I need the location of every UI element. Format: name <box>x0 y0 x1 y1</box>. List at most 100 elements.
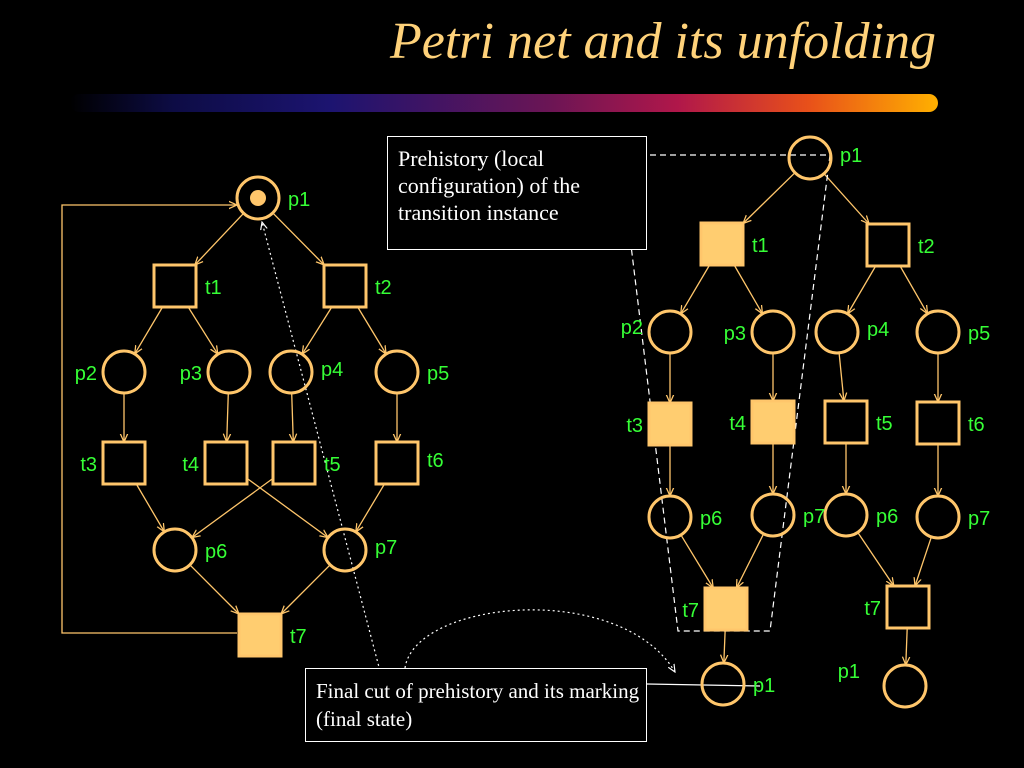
place-pn-p5 <box>374 349 420 395</box>
arc-u-t2-to-u-p4 <box>848 265 877 314</box>
transition-u-t4 <box>750 399 796 445</box>
transition-pn-t2 <box>322 263 368 309</box>
arc-u-t1-to-u-p3 <box>733 264 762 314</box>
transition-u-t5 <box>823 399 869 445</box>
arc-u-p7a-to-u-t7a <box>737 533 765 588</box>
label-pn-t4: t4 <box>182 454 199 476</box>
arc-u-t7b-to-u-p1b <box>906 627 907 665</box>
label-pn-p1: p1 <box>288 189 310 211</box>
final-cut-callout: Final cut of prehistory and its marking … <box>305 668 647 742</box>
place-u-p1 <box>787 135 833 181</box>
label-u-p1a: p1 <box>753 675 775 697</box>
label-pn-p6: p6 <box>205 541 227 563</box>
label-u-p1b: p1 <box>838 661 860 683</box>
place-u-p2 <box>647 309 693 355</box>
label-u-p6a: p6 <box>700 508 722 530</box>
arc-u-t7a-to-u-p1a <box>724 629 725 663</box>
place-u-p7b <box>915 494 961 540</box>
arc-u-p1-to-u-t1 <box>743 172 796 224</box>
arc-pn-p1-to-pn-t2 <box>272 212 324 265</box>
label-u-p5: p5 <box>968 323 990 345</box>
nodes-layer <box>101 135 961 709</box>
label-u-t5: t5 <box>876 413 893 435</box>
transition-pn-t7 <box>237 612 283 658</box>
arc-u-t2-to-u-p5 <box>899 265 927 314</box>
slide-title: Petri net and its unfolding <box>390 13 936 70</box>
place-u-p5 <box>915 309 961 355</box>
arc-pn-t6-to-pn-p7 <box>356 483 386 532</box>
place-u-p6a <box>647 494 693 540</box>
transition-u-t2 <box>865 222 911 268</box>
arc-pn-t1-to-pn-p3 <box>187 306 218 354</box>
final-cut-pointer-to-p1 <box>262 222 386 691</box>
place-u-p1a <box>700 661 746 707</box>
arc-u-p1-to-u-t2 <box>823 173 869 224</box>
arc-pn-t5-to-pn-p6 <box>192 477 274 537</box>
arc-pn-t1-to-pn-p2 <box>135 306 164 354</box>
label-pn-t5: t5 <box>324 454 341 476</box>
place-u-p4 <box>814 309 860 355</box>
arc-pn-p3-to-pn-t4 <box>227 392 229 442</box>
transition-pn-t5 <box>271 440 317 486</box>
arc-u-p4-to-u-t5 <box>838 352 844 401</box>
arc-u-p6b-to-u-t7b <box>857 532 894 586</box>
place-pn-p7 <box>322 527 368 573</box>
arc-pn-t2-to-pn-p4 <box>302 306 333 354</box>
place-pn-p2 <box>101 349 147 395</box>
title-underline-bar <box>70 94 938 112</box>
place-pn-p4 <box>268 349 314 395</box>
label-pn-p3: p3 <box>180 363 202 385</box>
label-pn-t6: t6 <box>427 450 444 472</box>
place-u-p1b <box>882 663 928 709</box>
arc-u-p7b-to-u-t7b <box>915 536 932 586</box>
label-pn-t3: t3 <box>80 454 97 476</box>
label-u-p2: p2 <box>621 317 643 339</box>
arc-pn-p4-to-pn-t5 <box>292 392 294 442</box>
place-pn-p6 <box>152 527 198 573</box>
arc-pn-p7-to-pn-t7 <box>281 564 331 614</box>
transition-u-t3 <box>647 401 693 447</box>
place-pn-p3 <box>206 349 252 395</box>
label-u-p6b: p6 <box>876 506 898 528</box>
label-pn-p4: p4 <box>321 359 343 381</box>
transition-pn-t1 <box>152 263 198 309</box>
label-pn-t1: t1 <box>205 277 222 299</box>
prehistory-dashed-outline <box>619 154 831 632</box>
label-u-p4: p4 <box>867 319 889 341</box>
transition-u-t7a <box>703 586 749 632</box>
arcs-layer <box>124 172 938 665</box>
transition-u-t7b <box>885 584 931 630</box>
arc-pn-t2-to-pn-p5 <box>357 306 386 354</box>
label-u-t6: t6 <box>968 414 985 436</box>
arc-u-t1-to-u-p2 <box>681 264 711 314</box>
place-u-p3 <box>750 309 796 355</box>
token-pn-p1 <box>250 190 266 206</box>
label-u-t7b: t7 <box>864 598 881 620</box>
transition-pn-t3 <box>101 440 147 486</box>
place-u-p6b <box>823 492 869 538</box>
label-u-p7b: p7 <box>968 508 990 530</box>
transition-pn-t6 <box>374 440 420 486</box>
label-u-t7a: t7 <box>682 600 699 622</box>
label-u-t2: t2 <box>918 236 935 258</box>
label-pn-p7: p7 <box>375 537 397 559</box>
label-pn-t2: t2 <box>375 277 392 299</box>
label-u-p3: p3 <box>724 323 746 345</box>
arc-pn-t3-to-pn-p6 <box>135 483 164 532</box>
label-u-t4: t4 <box>729 413 746 435</box>
transition-u-t1 <box>699 221 745 267</box>
loop-arc-t7-to-p1 <box>61 205 237 634</box>
place-u-p7a <box>750 492 796 538</box>
prehistory-callout: Prehistory (local configuration) of the … <box>387 136 647 250</box>
arc-pn-t4-to-pn-p7 <box>246 477 328 537</box>
arc-u-p6a-to-u-t7a <box>680 534 713 588</box>
arc-pn-p6-to-pn-t7 <box>189 564 239 614</box>
final-cut-pointer-to-unfolding <box>404 609 675 672</box>
label-u-t3: t3 <box>626 415 643 437</box>
label-u-t1: t1 <box>752 235 769 257</box>
label-u-p7a: p7 <box>803 506 825 528</box>
arc-pn-p1-to-pn-t1 <box>195 212 245 265</box>
transition-pn-t4 <box>203 440 249 486</box>
